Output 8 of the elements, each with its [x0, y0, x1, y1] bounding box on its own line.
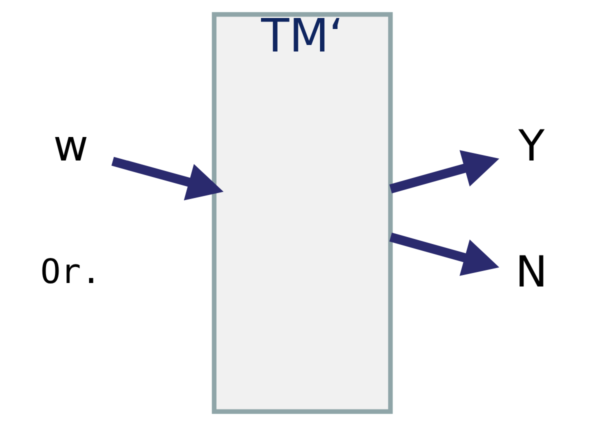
arrow	[389, 150, 500, 194]
arrow	[111, 156, 224, 200]
node-text: N	[515, 247, 548, 298]
label: Or.	[40, 252, 102, 291]
node-box: TM‘	[212, 12, 393, 414]
node-text: Y	[518, 122, 545, 172]
arrow	[389, 232, 500, 276]
node-text: w	[53, 122, 88, 172]
